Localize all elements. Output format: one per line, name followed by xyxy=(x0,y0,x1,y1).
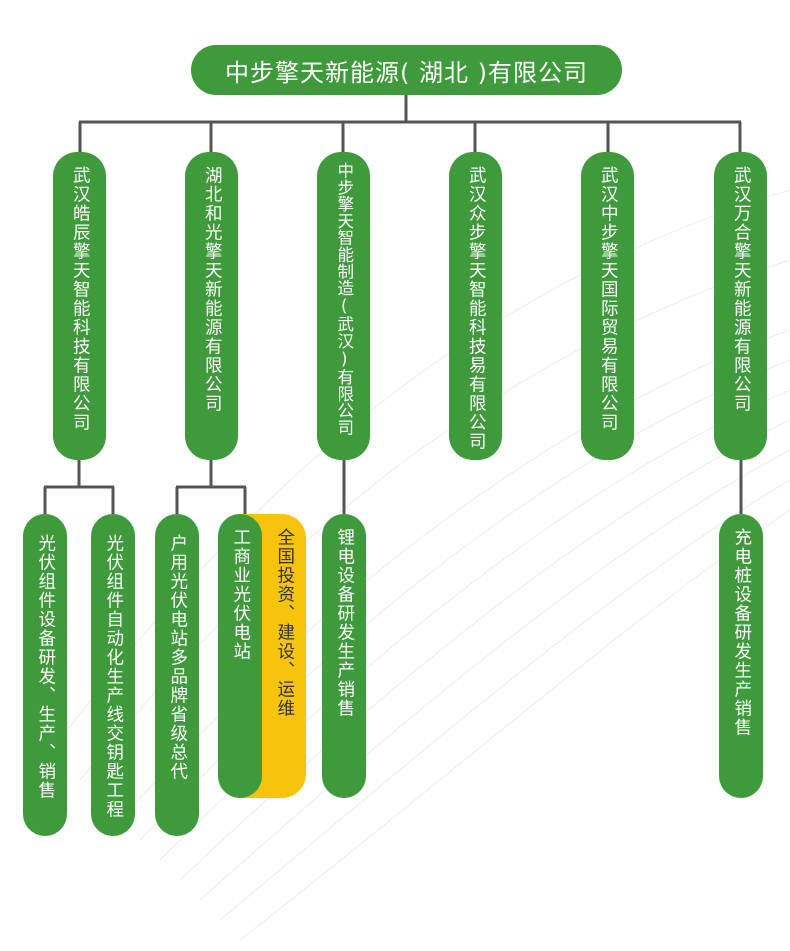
business-node-lithium-equipment: 锂电设备研发生产销售 xyxy=(322,514,366,798)
business-label: 充电桩设备研发生产销售 xyxy=(731,528,752,737)
company-node-manufacturing: 中步擎天智能制造(武汉)有限公司 xyxy=(317,152,370,460)
company-label: 武汉万合擎天新能源有限公司 xyxy=(731,166,752,413)
company-node-haochen: 武汉皓辰擎天智能科技有限公司 xyxy=(53,152,106,460)
company-label: 武汉众步擎天智能科技易有限公司 xyxy=(466,166,487,451)
investment-ops-text-wrap: 全国投资、建设、运维 xyxy=(262,514,306,798)
company-label: 武汉皓辰擎天智能科技有限公司 xyxy=(70,166,91,432)
company-label: 武汉中步擎天国际贸易有限公司 xyxy=(598,166,619,432)
company-node-wanhe: 武汉万合擎天新能源有限公司 xyxy=(714,152,767,460)
company-node-zhongbu-tech: 武汉众步擎天智能科技易有限公司 xyxy=(449,152,502,460)
company-node-trade: 武汉中步擎天国际贸易有限公司 xyxy=(581,152,634,460)
business-node-charging-pile: 充电桩设备研发生产销售 xyxy=(719,514,763,798)
business-label: 锂电设备研发生产销售 xyxy=(334,528,355,718)
business-label: 全国投资、建设、运维 xyxy=(274,528,295,718)
company-label: 湖北和光擎天新能源有限公司 xyxy=(202,166,223,413)
business-node-turnkey-line: 光伏组件自动化生产线交钥匙工程 xyxy=(91,514,135,836)
business-node-module-equipment: 光伏组件设备研发、生产、销售 xyxy=(23,514,67,836)
root-company-label: 中步擎天新能源( 湖北 )有限公司 xyxy=(225,58,588,87)
business-node-commercial-pv: 工商业光伏电站 xyxy=(218,514,262,798)
business-label: 光伏组件自动化生产线交钥匙工程 xyxy=(103,534,124,819)
business-label: 光伏组件设备研发、生产、销售 xyxy=(35,534,56,800)
business-label: 工商业光伏电站 xyxy=(230,528,251,661)
root-company-node: 中步擎天新能源( 湖北 )有限公司 xyxy=(191,45,622,95)
business-node-residential-pv: 户用光伏电站多品牌省级总代 xyxy=(155,514,199,836)
business-label: 户用光伏电站多品牌省级总代 xyxy=(167,534,188,781)
company-label: 中步擎天智能制造(武汉)有限公司 xyxy=(334,162,354,436)
company-node-heguang: 湖北和光擎天新能源有限公司 xyxy=(185,152,238,460)
